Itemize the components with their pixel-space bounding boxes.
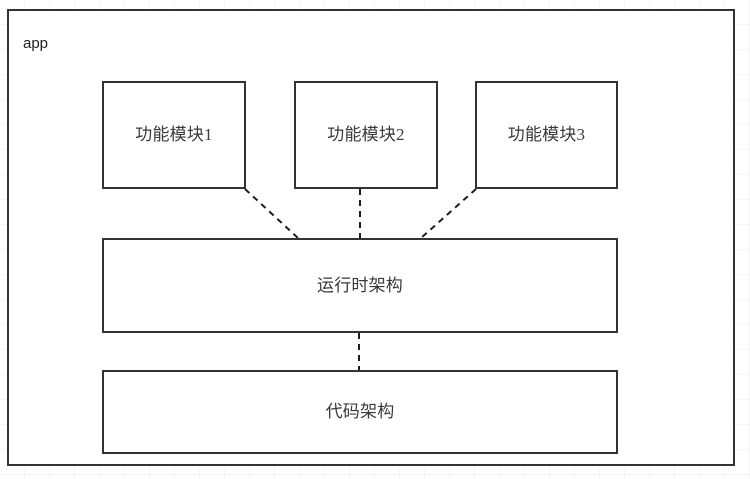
- node-module-1-label: 功能模块1: [135, 125, 213, 144]
- node-module-3[interactable]: 功能模块3: [475, 81, 618, 189]
- node-module-3-label: 功能模块3: [507, 125, 586, 144]
- node-module-2[interactable]: 功能模块2: [294, 81, 438, 189]
- node-runtime-architecture[interactable]: 运行时架构: [102, 238, 618, 333]
- app-container-label: app: [23, 35, 49, 52]
- node-module-1[interactable]: 功能模块1: [102, 81, 246, 189]
- node-code-architecture[interactable]: 代码架构: [102, 370, 618, 454]
- node-module-2-label: 功能模块2: [327, 125, 405, 144]
- node-runtime-architecture-label: 运行时架构: [317, 275, 403, 295]
- node-code-architecture-label: 代码架构: [325, 402, 395, 421]
